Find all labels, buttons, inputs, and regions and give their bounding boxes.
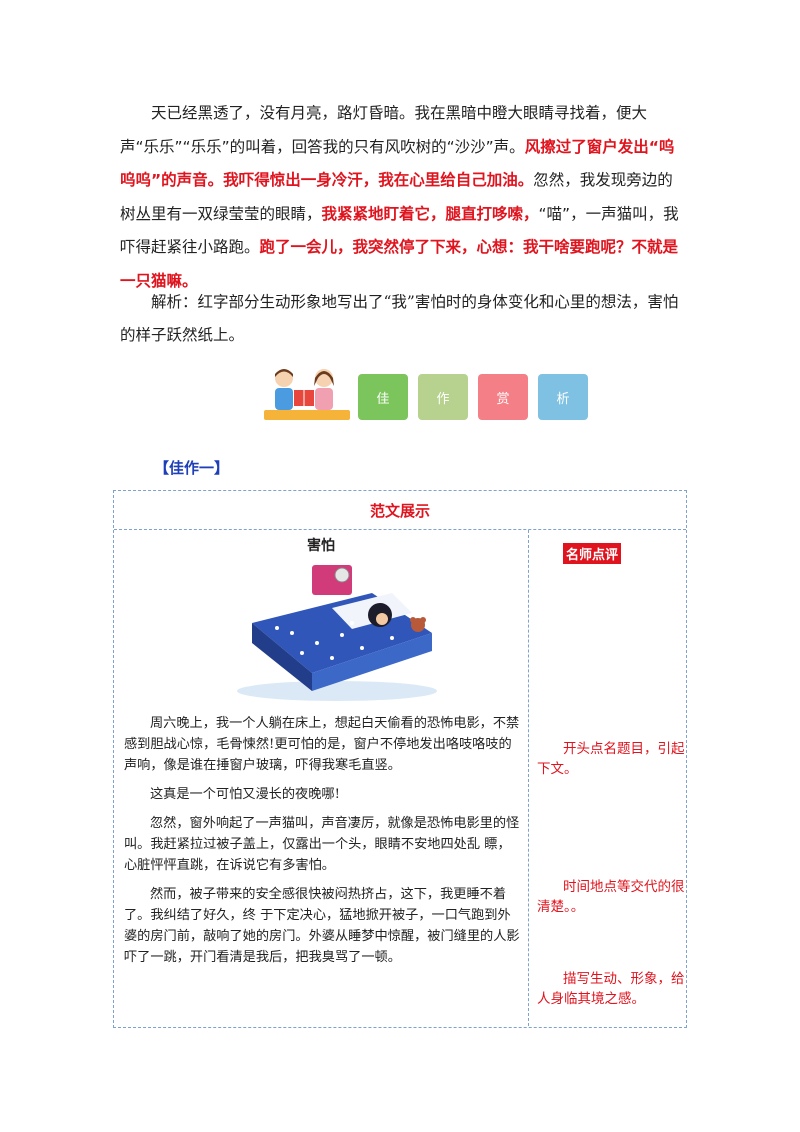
- column-divider: [528, 530, 529, 1026]
- essay-title: 害怕: [307, 538, 335, 554]
- essay-paragraph: 忽然，窗外响起了一声猫叫，声音凄厉，就像是恐怖电影里的怪叫。我赶紧拉过被子盖上，…: [124, 816, 520, 873]
- essay-paragraph: 然而，被子带来的安全感很快被闷热挤占，这下，我更睡不着了。我纠结了好久，终 于下…: [124, 887, 520, 965]
- banner-tile: 作: [418, 374, 468, 420]
- banner-tile: 赏: [478, 374, 528, 420]
- essay-paragraph: 周六晚上，我一个人躺在床上，想起白天偷看的恐怖电影，不禁感到胆战心惊，毛骨悚然!…: [124, 716, 520, 773]
- comment-2: 时间地点等交代的很清楚。。: [537, 879, 685, 915]
- essay-body: 周六晚上，我一个人躺在床上，想起白天偷看的恐怖电影，不禁感到胆战心惊，毛骨悚然!…: [124, 713, 522, 976]
- child-in-bed-illustration: [237, 565, 437, 701]
- essay-paragraph: 这真是一个可怕又漫长的夜晚哪!: [150, 787, 340, 802]
- intro-paragraph: 天已经黑透了，没有月亮，路灯昏暗。我在黑暗中瞪大眼睛寻找着，便大声“乐乐”“乐乐…: [120, 97, 686, 298]
- banner-tile: 佳: [358, 374, 408, 420]
- highlighted-sentence: 风擦过了窗户发出“呜呜呜”的声音。我吓得惊出一身冷汗，我在心里给自己加油。: [120, 137, 675, 190]
- intro-sentence: “喵”，一声猫叫，我吓得赶紧往小路跑。: [120, 204, 679, 257]
- intro-sentence: 忽然，我发现旁边的树丛里有一双绿莹莹的眼睛，: [120, 171, 673, 223]
- comment-1: 开头点名题目，引起下文。: [537, 741, 685, 777]
- analysis-text: 解析：红字部分生动形象地写出了“我”害怕时的身体变化和心里的想法，害怕的样子跃然…: [120, 293, 679, 344]
- section-heading: 【佳作一】: [154, 459, 230, 477]
- frame-title: 范文展示: [114, 491, 686, 530]
- intro-sentence: 天已经黑透了，没有月亮，路灯昏暗。我在黑暗中瞪大眼睛寻找着，便大声“乐乐”“乐乐…: [120, 104, 648, 156]
- comment-3: 描写生动、形象，给人身临其境之感。: [537, 971, 685, 1007]
- appreciation-banner: 佳作赏析: [262, 366, 592, 422]
- banner-tile: 析: [538, 374, 588, 420]
- model-essay-frame: 范文展示 害怕 周六晚上，我一个人躺在床上，想起白天偷看的恐怖电影，不禁感到胆战…: [113, 490, 687, 1028]
- highlighted-sentence: 我紧紧地盯着它，腿直打哆嗦，: [321, 204, 539, 223]
- intro-text: 天已经黑透了，没有月亮，路灯昏暗。我在黑暗中瞪大眼睛寻找着，便大声“乐乐”“乐乐…: [120, 97, 686, 298]
- highlighted-sentence: 跑了一会儿，我突然停了下来，心想：我干啥要跑呢？不就是一只猫嘛。: [120, 238, 679, 290]
- teacher-comment-label: 名师点评: [563, 543, 622, 564]
- reading-children-icon: [264, 369, 350, 420]
